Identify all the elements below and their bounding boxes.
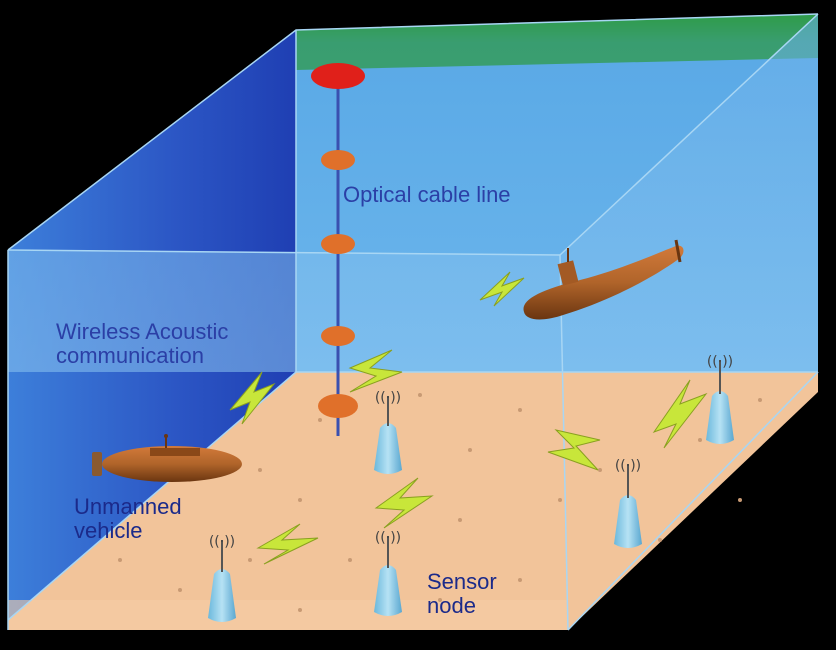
cable-node-icon [321, 326, 355, 346]
sensor-node-icon: ((·)) [706, 354, 734, 444]
lightning-signal-icons [229, 271, 708, 565]
sensor-node-label: Sensor node [427, 570, 497, 618]
sensor-label-line2: node [427, 593, 476, 618]
cable-node-icon [321, 234, 355, 254]
cable-node-icon [318, 394, 358, 418]
lightning-signal-icon [547, 429, 601, 471]
optical-cable-label: Optical cable line [343, 182, 511, 207]
unmanned-vehicle-label: Unmanned vehicle [74, 495, 182, 543]
wireless-acoustic-label: Wireless Acoustic communication [56, 320, 228, 368]
cable-node-icon [321, 150, 355, 170]
sensor-node-icon: ((·)) [614, 458, 642, 548]
lightning-signal-icon [374, 477, 434, 529]
submarine-icon [523, 239, 684, 320]
lightning-signal-icon [479, 271, 525, 307]
sensor-node-icon: ((·)) [374, 390, 402, 474]
sensor-label-line1: Sensor [427, 569, 497, 594]
lightning-signal-icon [229, 371, 276, 425]
wireless-label-line2: communication [56, 343, 204, 368]
unmanned-label-line1: Unmanned [74, 494, 182, 519]
lightning-signal-icon [256, 523, 319, 565]
uuv-icon [92, 434, 242, 482]
svg-text:((·)): ((·)) [209, 534, 235, 550]
lightning-signal-icon [348, 349, 403, 393]
svg-text:((·)): ((·)) [375, 530, 401, 546]
water-surface [296, 14, 818, 70]
seabed-front [8, 600, 568, 630]
sensor-node-icon: ((·)) [374, 530, 402, 616]
buoy-icon [311, 63, 365, 89]
svg-text:((·)): ((·)) [707, 354, 733, 370]
svg-text:((·)): ((·)) [615, 458, 641, 474]
wireless-label-line1: Wireless Acoustic [56, 319, 229, 344]
unmanned-label-line2: vehicle [74, 518, 143, 543]
svg-text:((·)): ((·)) [375, 390, 401, 406]
lightning-signal-icon [652, 379, 708, 449]
sensor-node-icon: ((·)) [208, 534, 236, 622]
